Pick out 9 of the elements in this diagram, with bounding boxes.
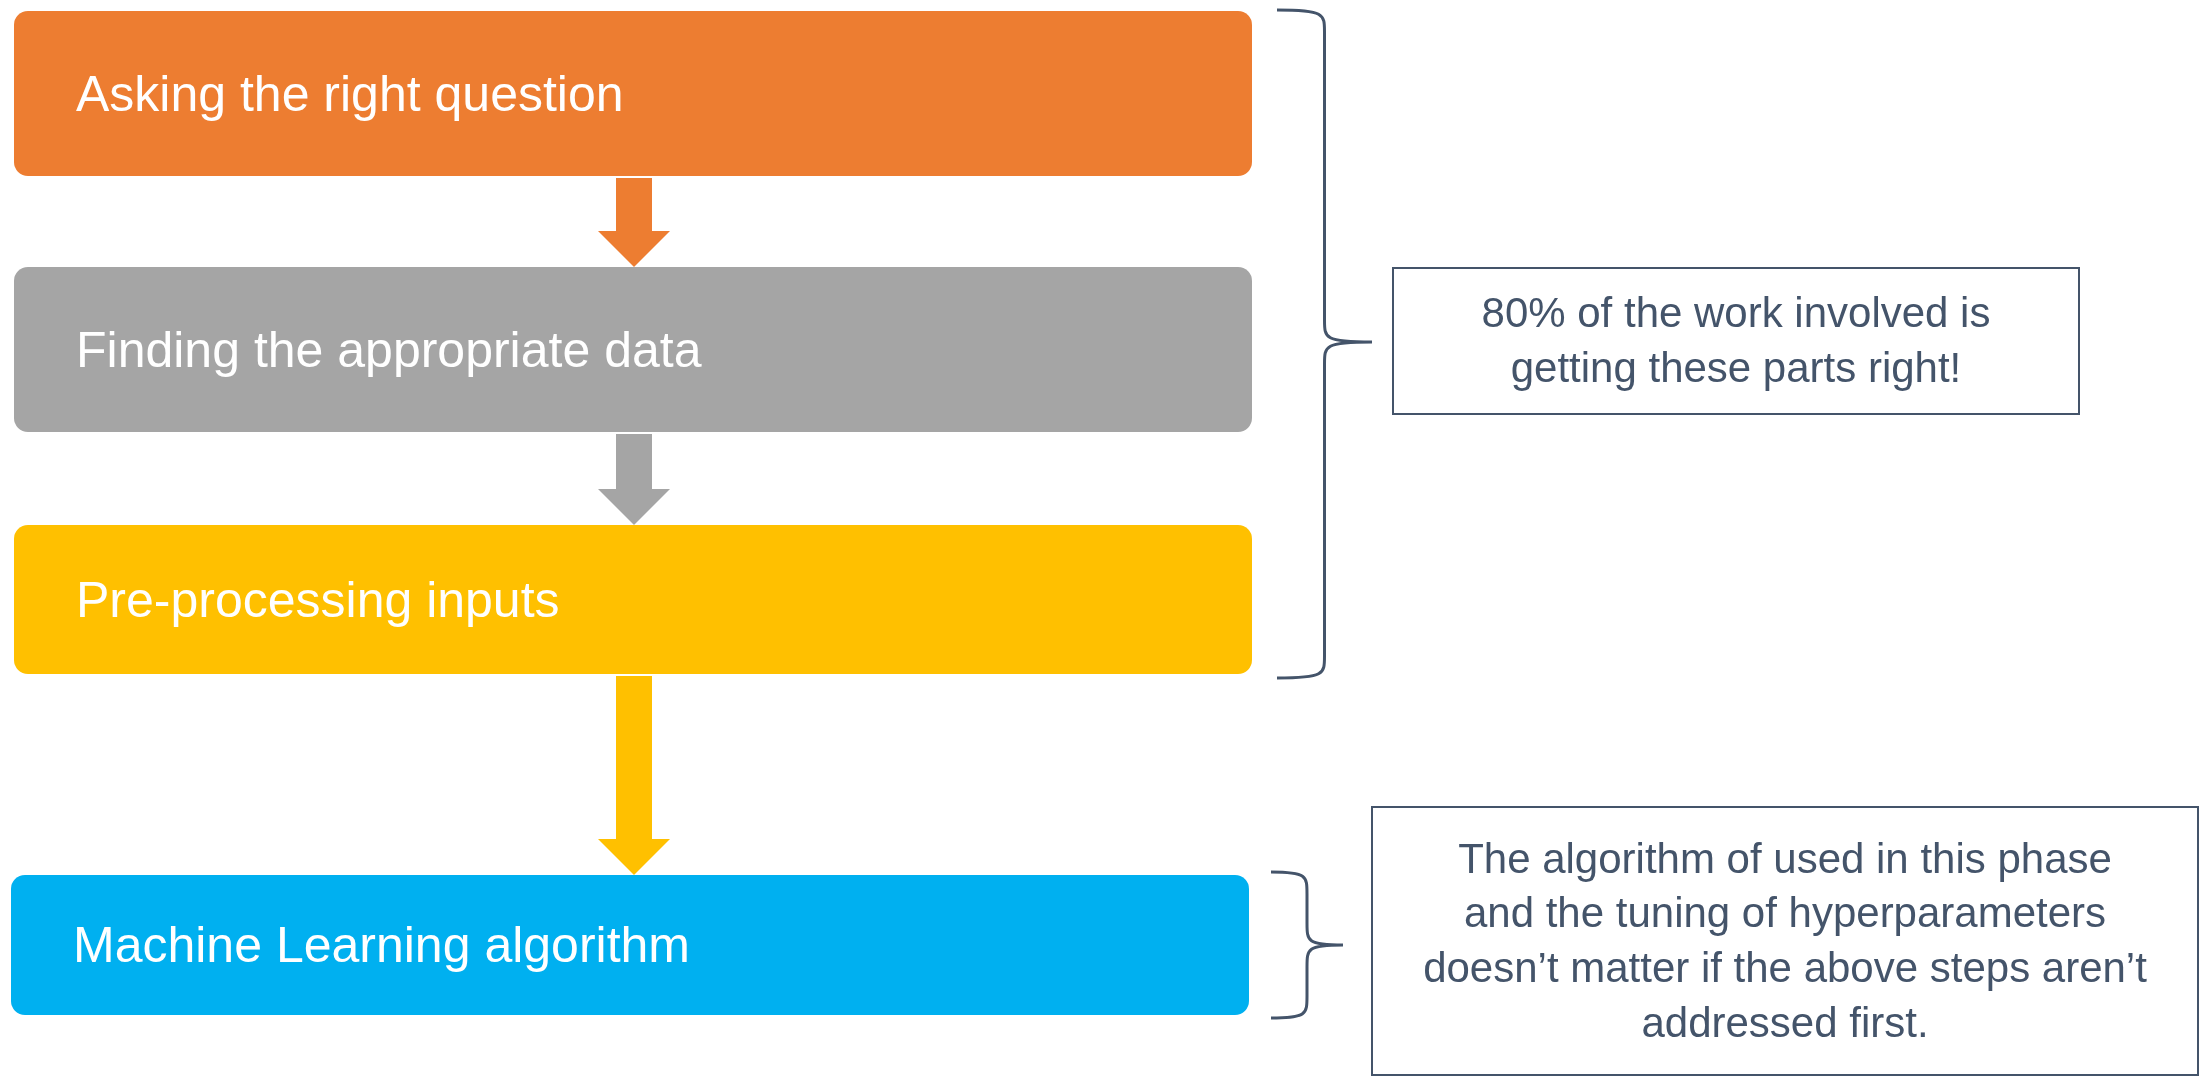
process-box: Finding the appropriate data bbox=[14, 267, 1252, 432]
arrow bbox=[598, 676, 670, 875]
arrow bbox=[598, 178, 670, 267]
arrow bbox=[598, 434, 670, 525]
note-box: The algorithm of used in this phase and the tuning of hyperparameters doesn’t matter if the above steps aren’t addressed first. bbox=[1371, 806, 2199, 1076]
process-box: Asking the right question bbox=[14, 11, 1252, 176]
process-box: Machine Learning algorithm bbox=[11, 875, 1249, 1015]
note-box: 80% of the work involved is getting these parts right! bbox=[1392, 267, 2080, 415]
process-box: Pre-processing inputs bbox=[14, 525, 1252, 674]
